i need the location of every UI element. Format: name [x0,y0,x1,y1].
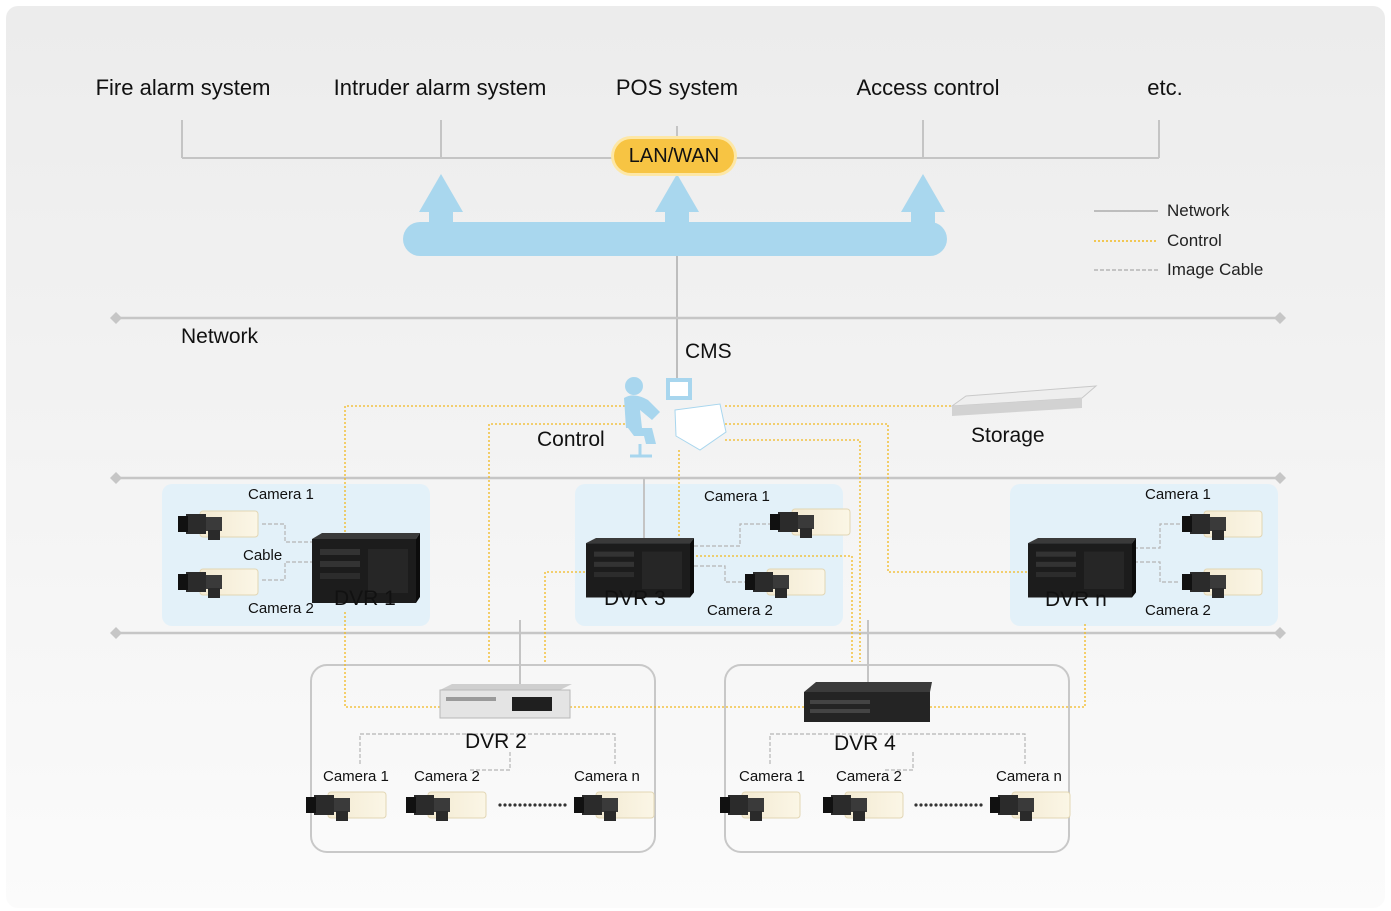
network-line-ends [110,312,1286,639]
dvr3-camera-1-label: Camera 1 [704,488,770,505]
legend-network-label: Network [1167,201,1230,220]
storage-unit [950,385,1098,416]
dvrn-camera-1-label: Camera 1 [1145,486,1211,503]
access-control-label: Access control [856,75,1000,100]
diagram-background [6,6,1385,908]
dvr1-name: DVR 1 [334,587,396,610]
dvr2-name: DVR 2 [465,730,527,753]
network-lines [116,316,1280,635]
dvr2-unit [439,684,572,719]
dvr1-cable-label: Cable [243,547,283,564]
intruder-alarm-label: Intruder alarm system [333,75,547,100]
control-label: Control [537,428,605,451]
dvr2-camera-2-label: Camera 2 [414,768,480,785]
dvr1-camera-2-label: Camera 2 [248,600,314,617]
dvr4-name: DVR 4 [834,732,896,755]
legend-control-label: Control [1167,231,1222,250]
lan-wan-badge: LAN/WAN [614,139,734,173]
network-label: Network [181,325,259,348]
dvr2-camera-1-label: Camera 1 [323,768,389,785]
etc-label: etc. [1147,75,1183,100]
cms-label: CMS [685,340,732,363]
system-bus [181,120,1160,159]
dvr3-camera-2-label: Camera 2 [707,602,773,619]
dvr4-unit [804,682,932,722]
dvr4-camera-n-label: Camera n [996,768,1062,785]
legend [1094,210,1158,271]
camera-ellipsis [498,803,983,807]
control-lines [344,405,1086,708]
image-cables [262,523,1180,771]
dvr4-camera-1-label: Camera 1 [739,768,805,785]
dvrn-name: DVR n [1045,588,1107,611]
fire-alarm-label: Fire alarm system [95,75,271,100]
pos-system-label: POS system [615,75,739,100]
dvr2-camera-n-label: Camera n [574,768,640,785]
dvr4-group [724,664,1070,853]
dvr1-camera-1-label: Camera 1 [248,486,314,503]
dvrn-camera-2-label: Camera 2 [1145,602,1211,619]
storage-label: Storage [971,424,1045,447]
dvr2-group [310,664,656,853]
dvr4-camera-2-label: Camera 2 [836,768,902,785]
cms-operator-icon [624,377,727,458]
dvr-network-stubs [519,478,869,688]
legend-image-cable-label: Image Cable [1167,260,1264,279]
lan-wan-arrow-bar [403,174,947,256]
dvr3-name: DVR 3 [604,587,666,610]
